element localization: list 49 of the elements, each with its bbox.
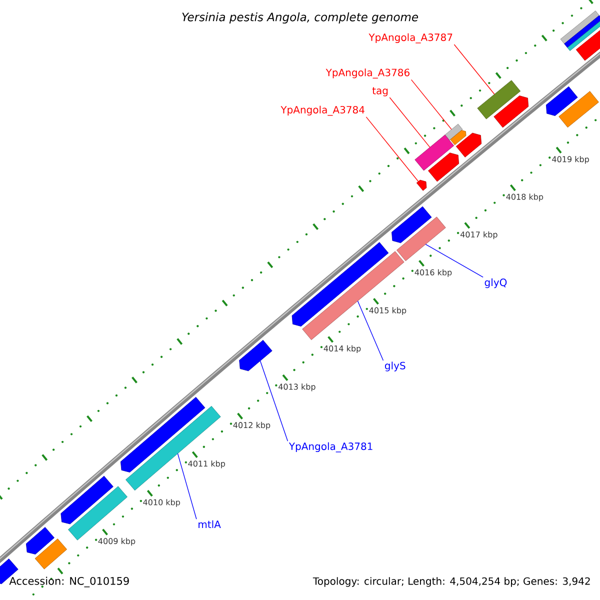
gene-feature — [546, 86, 578, 116]
gene-feature — [239, 340, 272, 372]
scale-label: 4013 kbp — [278, 384, 316, 392]
gene-feature — [414, 134, 454, 171]
leader-line — [410, 79, 452, 130]
gene-feature — [26, 527, 54, 554]
gene-label: glyQ — [484, 278, 507, 288]
leader-line — [389, 97, 430, 148]
scale-label: 4019 kbp — [552, 156, 589, 164]
scale-label: 4012 kbp — [233, 422, 270, 430]
scale-label: 4014 kbp — [324, 345, 361, 354]
leader-line — [260, 360, 288, 442]
leader-line — [366, 116, 419, 182]
gene-label: YpAngola_A3784 — [280, 106, 364, 116]
title: Yersinia pestis Angola, complete genome — [182, 12, 418, 24]
gene-feature — [34, 538, 68, 570]
gene-feature — [60, 476, 114, 524]
leader-line — [425, 244, 484, 278]
gene-feature — [428, 152, 460, 182]
gene-label: YpAngola_A3781 — [288, 442, 372, 452]
gene-feature — [558, 91, 599, 128]
scale-label: 4015 kbp — [369, 307, 406, 315]
gene-feature — [444, 124, 463, 140]
scale-label: 4017 kbp — [460, 231, 498, 240]
leader-line — [454, 44, 495, 95]
gene-feature — [494, 96, 529, 128]
gene-label: tag — [372, 87, 388, 96]
scale-label: 4016 kbp — [414, 269, 452, 277]
gene-label: mtlA — [198, 520, 221, 528]
gene-feature — [392, 206, 432, 244]
gene-feature — [302, 251, 404, 340]
gene-feature — [292, 242, 389, 327]
gene-feature — [396, 216, 446, 262]
scale-label: 4018 kbp — [506, 194, 544, 202]
gene-feature — [477, 80, 521, 120]
scale-label: 4011 kbp — [188, 460, 226, 468]
gene-label: YpAngola_A3786 — [326, 68, 410, 78]
leader-line — [357, 300, 384, 361]
footer-text: Accession: NC_010159 — [9, 576, 129, 588]
leader-line — [177, 453, 197, 520]
gene-feature — [416, 180, 427, 191]
gene-label: YpAngola_A3787 — [368, 33, 452, 44]
gene-feature — [120, 396, 206, 472]
gene-feature — [456, 132, 482, 158]
scale-label: 4009 kbp — [98, 538, 136, 546]
footer-text: Topology: circular; Length: 4,504,254 bp; Genes: 3,942 — [312, 577, 590, 587]
gene-label: glyS — [384, 362, 406, 372]
scale-label: 4010 kbp — [143, 499, 180, 507]
gene-feature — [450, 130, 466, 146]
